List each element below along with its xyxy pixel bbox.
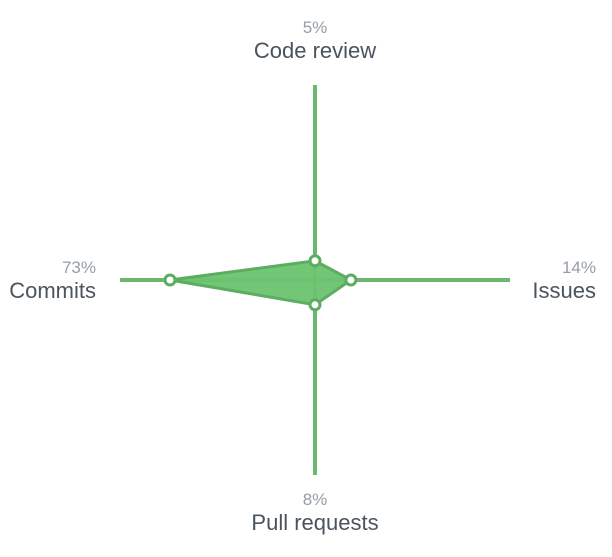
point-pull-requests <box>308 298 322 312</box>
axis-label-commits: 73% Commits <box>0 258 96 303</box>
pull-requests-percent: 8% <box>302 490 328 509</box>
activity-points <box>163 254 358 312</box>
code-review-percent: 5% <box>302 18 328 37</box>
axis-label-issues: 14% Issues <box>396 258 596 303</box>
activity-area-polygon <box>168 259 353 307</box>
point-issues <box>344 273 358 287</box>
axis-label-code-review: 5% Code review <box>215 18 415 63</box>
issues-label: Issues <box>532 277 596 303</box>
commits-label: Commits <box>9 277 96 303</box>
commits-percent: 73% <box>61 258 96 277</box>
pull-requests-label: Pull requests <box>251 509 379 535</box>
point-commits <box>163 273 177 287</box>
activity-area <box>168 259 353 307</box>
issues-percent: 14% <box>561 258 596 277</box>
point-code-review <box>308 254 322 268</box>
code-review-label: Code review <box>253 37 377 63</box>
axis-label-pull-requests: 8% Pull requests <box>215 490 415 535</box>
